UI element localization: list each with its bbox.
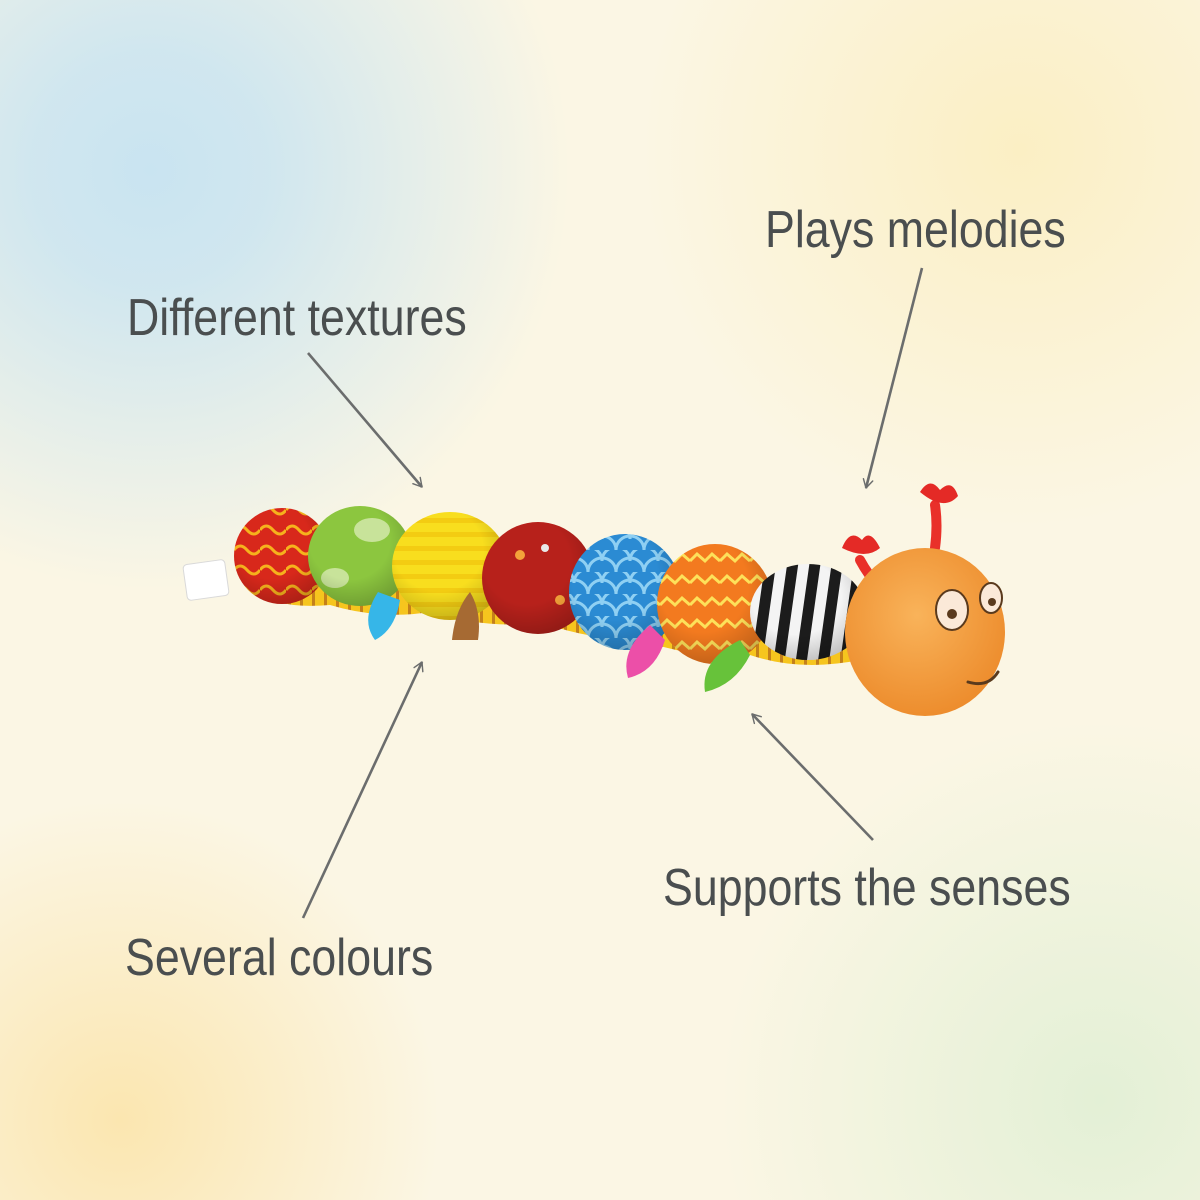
label-several-colours: Several colours bbox=[125, 929, 434, 987]
arrow-senses bbox=[751, 713, 874, 841]
tag bbox=[182, 559, 230, 601]
leaf-brown bbox=[452, 592, 479, 640]
arrow-colours bbox=[301, 661, 424, 919]
eye-right bbox=[979, 582, 1003, 614]
label-supports-the-senses: Supports the senses bbox=[663, 859, 1071, 917]
mouth bbox=[966, 670, 1000, 686]
caterpillar-toy bbox=[182, 483, 1005, 716]
head bbox=[845, 548, 1005, 716]
arrow-textures bbox=[307, 352, 423, 488]
leaf-green bbox=[704, 640, 750, 692]
arrow-melodies bbox=[862, 267, 924, 489]
label-plays-melodies: Plays melodies bbox=[765, 201, 1066, 259]
antenna-right bbox=[930, 500, 942, 553]
leaf-pink bbox=[626, 625, 665, 678]
leaf-cyan bbox=[368, 592, 400, 640]
label-different-textures: Different textures bbox=[127, 289, 467, 347]
